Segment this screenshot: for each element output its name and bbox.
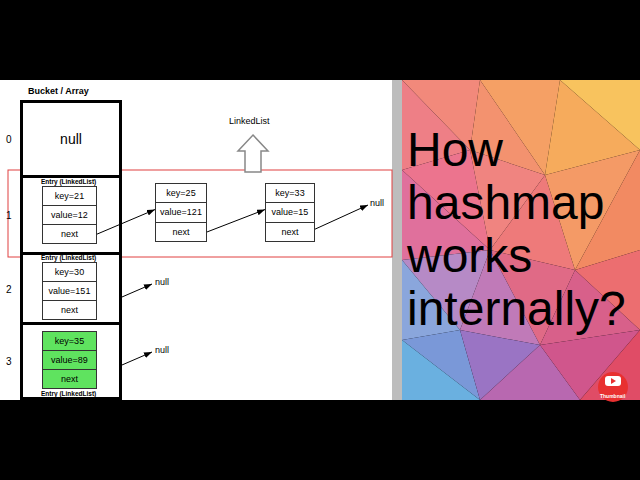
entry-field: value=151: [43, 282, 96, 301]
entry-field: next: [156, 223, 206, 241]
entry-heading: Entry (LinkedList): [41, 254, 96, 262]
logo-icon: [605, 376, 621, 386]
entry-box: key=33value=15next: [265, 183, 315, 242]
entry-heading: Entry (LinkedList): [41, 390, 96, 398]
entry-field: value=121: [156, 203, 206, 222]
text-label: Thumbnail: [600, 393, 625, 399]
entry-field: next: [43, 370, 96, 388]
hollow-up-arrow: [238, 135, 268, 172]
polygon-background: [402, 80, 640, 400]
next-pointer: [207, 210, 265, 232]
white-panel: [0, 80, 392, 400]
next-pointer: [97, 210, 155, 235]
logo-circle: [598, 372, 628, 402]
bucket-index: 2: [6, 283, 12, 294]
divider-strip: [392, 80, 402, 400]
entry-field: value=12: [43, 206, 96, 225]
entry-field: next: [43, 225, 96, 243]
entry-heading: Entry (LinkedList): [41, 178, 96, 186]
bucket-cell: Entry (LinkedList)key=21value=12next1: [20, 175, 122, 255]
thumbnail-title: How hashmap works internally?: [407, 123, 640, 335]
entry-field: next: [43, 301, 96, 319]
bucket-index: 1: [6, 210, 12, 221]
text-label: LinkedList: [229, 116, 270, 126]
bucket-index: 0: [6, 134, 12, 145]
entry-field: key=21: [43, 187, 96, 206]
entry-box: key=25value=121next: [155, 183, 207, 242]
bucket-cell: key=35value=89nextEntry (LinkedList)3: [20, 322, 122, 400]
bucket-cell: 0null: [20, 100, 122, 178]
entry-box: Entry (LinkedList)key=30value=151next: [42, 262, 97, 320]
text-label: null: [155, 277, 169, 287]
entry-field: key=35: [43, 332, 96, 351]
entry-field: value=89: [43, 351, 96, 370]
entry-box: Entry (LinkedList)key=21value=12next: [42, 186, 97, 244]
bucket-value: null: [23, 131, 119, 147]
entry-field: key=33: [266, 184, 314, 203]
entry-field: key=25: [156, 184, 206, 203]
entry-box: key=35value=89nextEntry (LinkedList): [42, 331, 97, 389]
text-label: null: [155, 345, 169, 355]
text-label: null: [370, 198, 384, 208]
logo-play: [611, 378, 616, 384]
bucket-index: 3: [6, 356, 12, 367]
text-label: Bucket / Array: [28, 86, 89, 96]
entry-field: value=15: [266, 203, 314, 222]
entry-field: key=30: [43, 263, 96, 282]
entry-field: next: [266, 223, 314, 241]
highlight-rect: [8, 170, 392, 257]
bucket-cell: Entry (LinkedList)key=30value=151next2: [20, 252, 122, 325]
